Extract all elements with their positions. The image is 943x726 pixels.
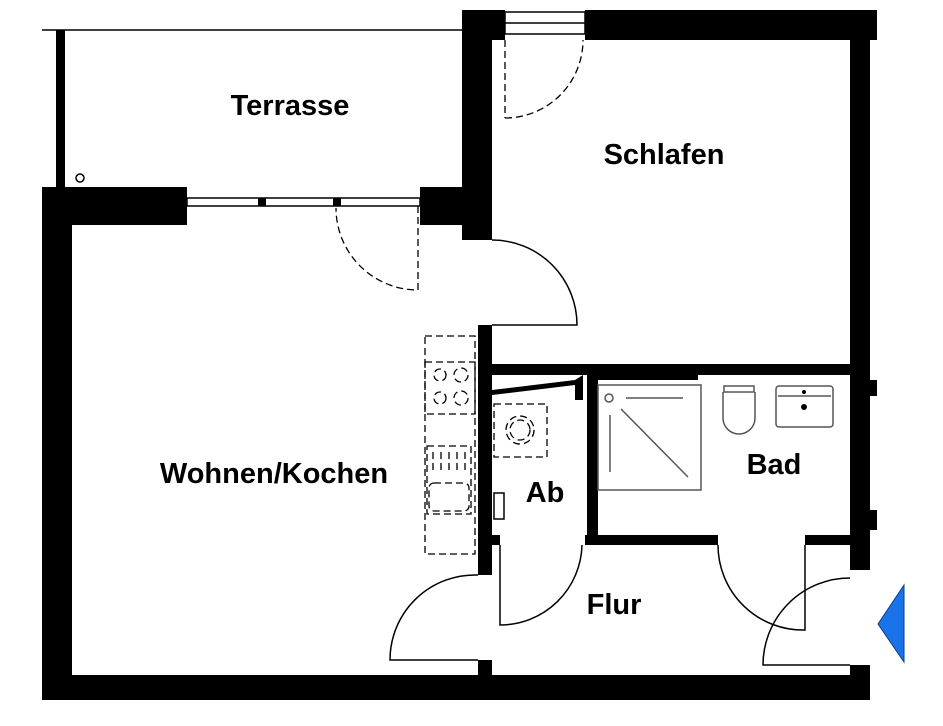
room-label-ab: Ab (526, 477, 565, 509)
washbasin (775, 385, 834, 428)
room-label-wohnen-kochen: Wohnen/Kochen (160, 458, 388, 490)
room-label-terrasse: Terrasse (231, 90, 350, 122)
heater (493, 492, 505, 520)
room-label-schlafen: Schlafen (604, 139, 725, 171)
washing-machine (493, 403, 548, 458)
walls (42, 10, 877, 700)
toilet (722, 385, 756, 435)
room-label-flur: Flur (587, 589, 642, 621)
entrance-marker-icon (877, 583, 905, 664)
shower (597, 384, 702, 491)
terrasse-boundary (42, 29, 462, 187)
windows (186, 11, 586, 207)
kitchen-counter (424, 335, 476, 555)
room-label-bad: Bad (747, 449, 802, 481)
doors (335, 39, 851, 666)
